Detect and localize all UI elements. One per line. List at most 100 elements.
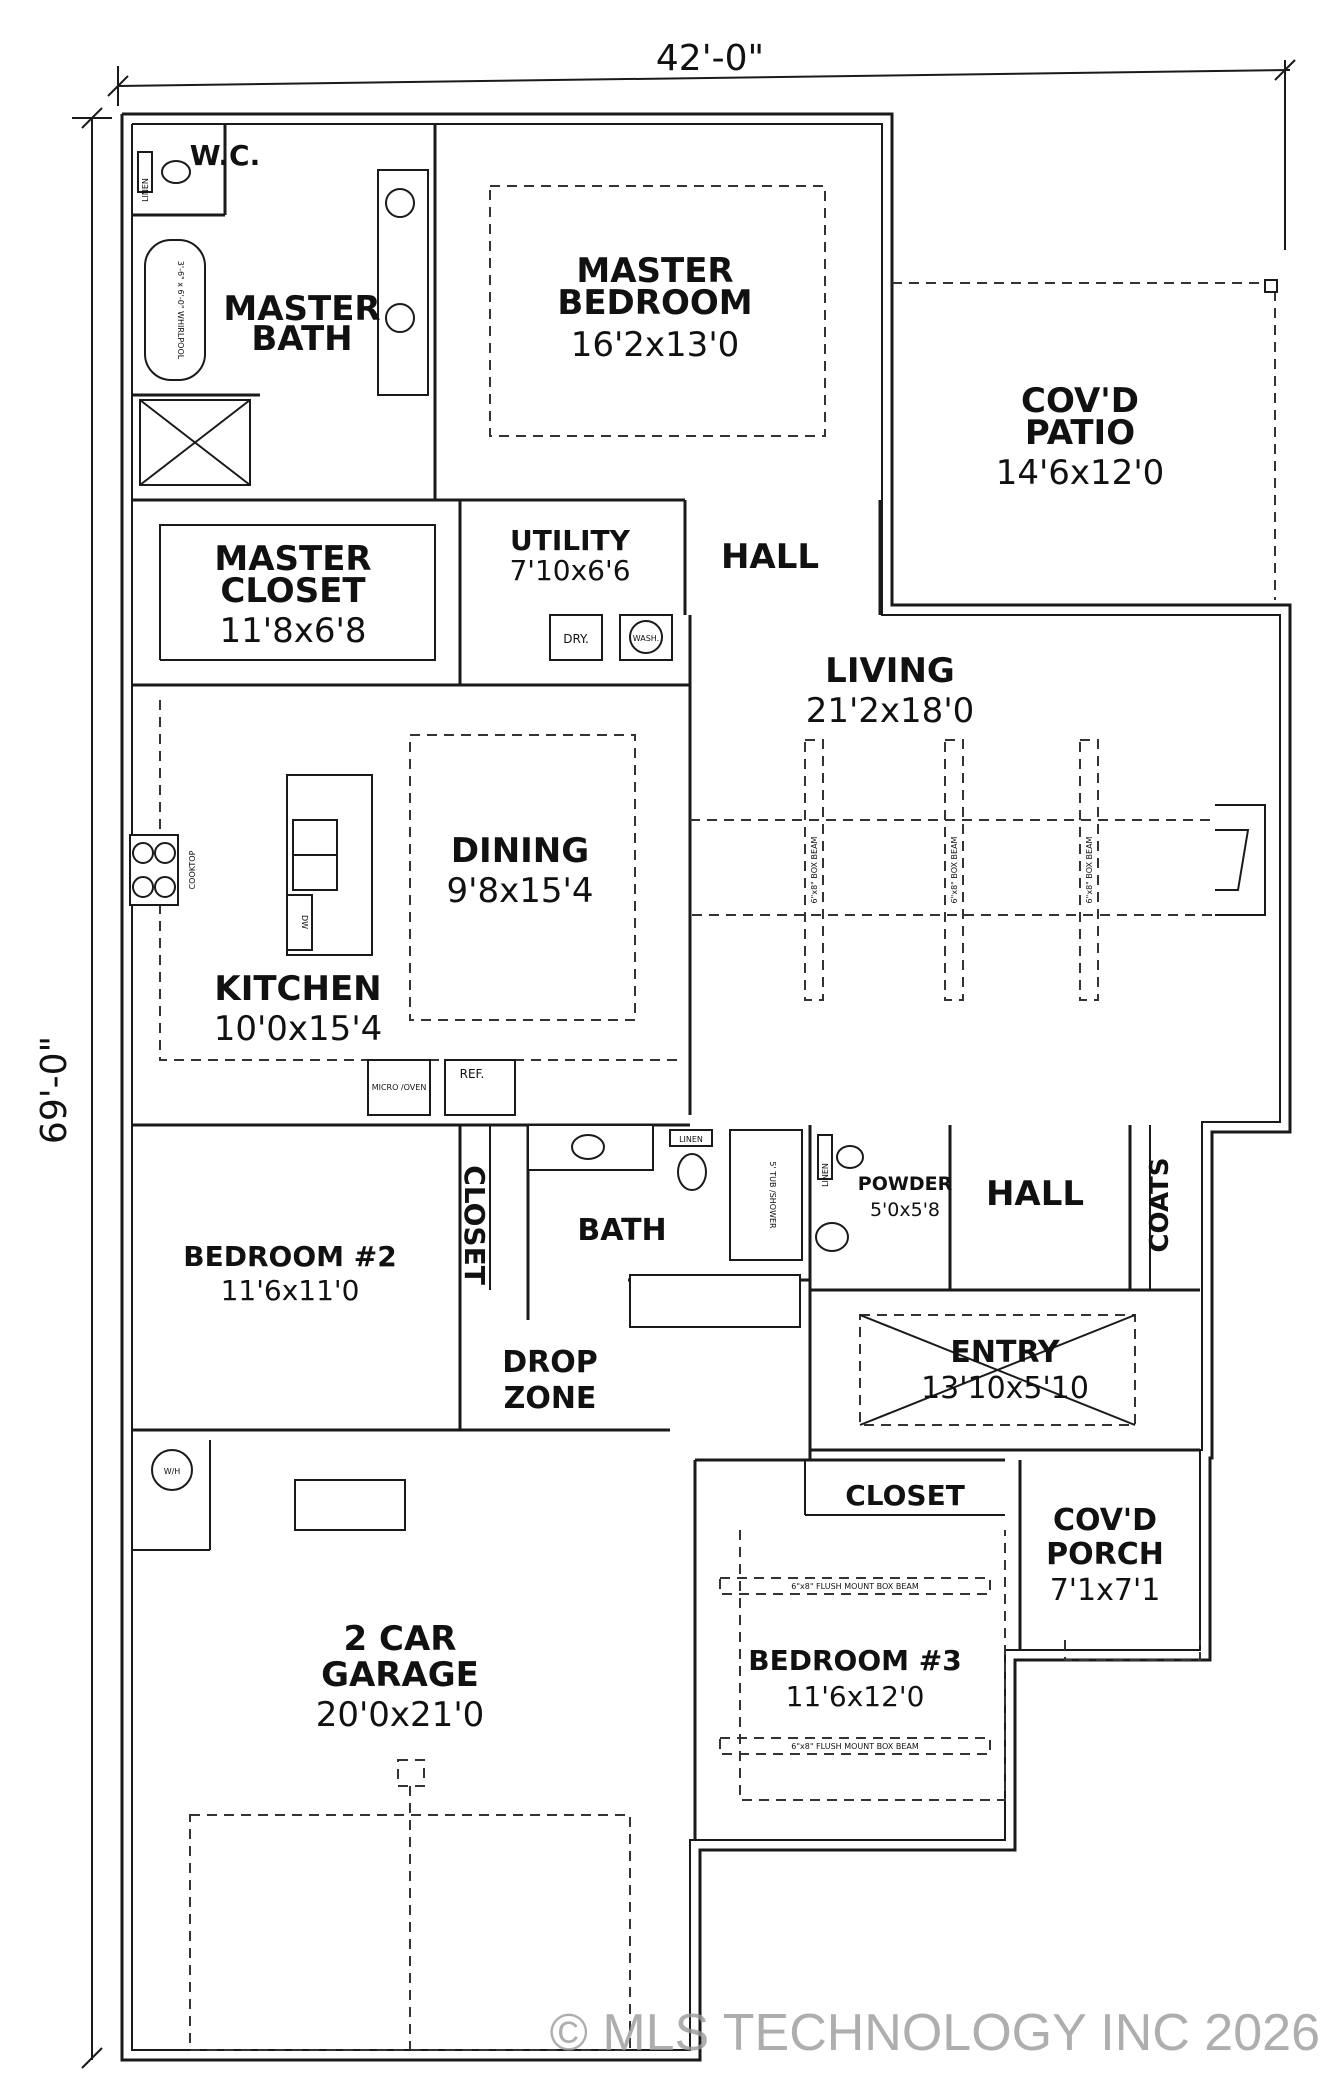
beam-label-1: 6"x8" BOX BEAM: [810, 836, 819, 903]
micro-oven: [367, 1059, 431, 1116]
bath-sink: [571, 1134, 605, 1160]
entry-name: ENTRY: [950, 1335, 1061, 1370]
garage-size: 20'0x21'0: [316, 1695, 485, 1735]
master-closet-size: 11'8x6'8: [220, 611, 367, 651]
master-closet-name-2: CLOSET: [220, 571, 366, 611]
utility-name: UTILITY: [510, 524, 631, 557]
drop-zone: DROP ZONE: [502, 1345, 598, 1416]
fireplace: [1215, 804, 1266, 916]
drop-zone-name-2: ZONE: [504, 1381, 597, 1416]
master-bedroom-name-1: MASTER: [576, 251, 733, 291]
width-dimension: 42'-0": [656, 38, 764, 79]
cooktop-label: COOKTOP: [188, 850, 197, 889]
closet2-name: CLOSET: [458, 1165, 491, 1285]
utility-room: DRY. WASH. UTILITY 7'10x6'6: [509, 524, 673, 661]
kitchen-name: KITCHEN: [214, 969, 381, 1009]
bath-toilet: [677, 1153, 707, 1191]
water-heater-label: W/H: [164, 1467, 181, 1476]
bedroom3-size: 11'6x12'0: [786, 1680, 925, 1713]
bedroom2-name: BEDROOM #2: [183, 1240, 396, 1273]
tub-note: 3'-6" x 6'-0" WHIRLPOOL: [176, 261, 185, 360]
patio-name-1: COV'D: [1021, 381, 1139, 421]
master-bath-name-1: MASTER: [223, 289, 380, 329]
bedroom3-name: BEDROOM #3: [748, 1644, 961, 1677]
wc-linen: LINEN: [141, 178, 150, 202]
hall-lower: HALL COATS: [986, 1125, 1175, 1290]
wc-toilet: [161, 160, 191, 184]
micro-label: MICRO /OVEN: [372, 1083, 427, 1092]
entry: ENTRY 13'10x5'10: [859, 1314, 1136, 1426]
hall-lower-name: HALL: [986, 1174, 1084, 1214]
wc-name: W.C.: [190, 139, 260, 172]
patio-size: 14'6x12'0: [996, 453, 1165, 493]
closet-3: CLOSET: [804, 1460, 1005, 1516]
porch-name-1: COV'D: [1053, 1503, 1157, 1538]
living-name: LIVING: [825, 651, 955, 691]
entry-size: 13'10x5'10: [921, 1371, 1089, 1406]
master-closet-name-1: MASTER: [214, 539, 371, 579]
porch-name-2: PORCH: [1046, 1537, 1164, 1572]
master-sink-2: [385, 303, 415, 333]
patio-name-2: PATIO: [1025, 413, 1135, 453]
dining-name: DINING: [451, 831, 589, 871]
bath-name: BATH: [577, 1213, 666, 1248]
powder: LINEN POWDER 5'0x5'8: [815, 1134, 953, 1252]
garage-name-1: 2 CAR: [344, 1619, 457, 1659]
powder-linen: LINEN: [821, 1163, 830, 1187]
powder-sink: [815, 1222, 849, 1252]
living-room: 6"x8" BOX BEAM 6"x8" BOX BEAM 6"x8" BOX …: [690, 651, 1266, 1001]
drop-zone-name-1: DROP: [502, 1345, 598, 1380]
dryer-label: DRY.: [563, 632, 589, 646]
bedroom2-size: 11'6x11'0: [221, 1274, 360, 1307]
beam-label-2: 6"x8" BOX BEAM: [950, 836, 959, 903]
dishwasher: [286, 894, 313, 951]
tub-shower-label: 5' TUB /SHOWER: [768, 1161, 777, 1229]
beam-label-3: 6"x8" BOX BEAM: [1085, 836, 1094, 903]
closet3-name: CLOSET: [845, 1479, 965, 1512]
powder-toilet: [836, 1145, 864, 1169]
master-bedroom: MASTER BEDROOM 16'2x13'0: [489, 185, 826, 437]
dryer: [549, 614, 603, 661]
kitchen: COOKTOP DW MICRO /OVEN REF. KITCHEN 10'0…: [129, 700, 680, 1116]
bedroom3-beam-2: 6"x8" FLUSH MOUNT BOX BEAM: [791, 1742, 919, 1751]
bedroom-2: CLOSET BEDROOM #2 11'6x11'0: [183, 1125, 491, 1307]
garage: W/H 2 CAR GARAGE 20'0x21'0: [132, 1440, 631, 2051]
dining-size: 9'8x15'4: [447, 871, 594, 911]
bedroom-3: 6"x8" FLUSH MOUNT BOX BEAM 6"x8" FLUSH M…: [719, 1530, 1006, 1801]
refrigerator: [444, 1059, 516, 1116]
fridge-label: REF.: [460, 1067, 485, 1081]
porch-size: 7'1x7'1: [1050, 1573, 1161, 1608]
master-bath-name-2: BATH: [251, 319, 352, 359]
bath: LINEN 5' TUB /SHOWER BATH: [527, 1124, 803, 1328]
wc-room: LINEN W.C.: [137, 139, 260, 202]
powder-size: 5'0x5'8: [870, 1199, 940, 1221]
kitchen-size: 10'0x15'4: [214, 1009, 383, 1049]
covered-porch: COV'D PORCH 7'1x7'1: [1046, 1503, 1201, 1661]
bath-linen: LINEN: [679, 1135, 703, 1144]
master-sink-1: [385, 188, 415, 218]
dishwasher-label: DW: [300, 915, 309, 929]
master-bath: 3'-6" x 6'-0" WHIRLPOOL MASTER BATH: [139, 169, 429, 486]
watermark: © MLS TECHNOLOGY INC 2026: [550, 2004, 1320, 2062]
hall-upper-name: HALL: [721, 537, 819, 577]
living-size: 21'2x18'0: [806, 691, 975, 731]
master-closet: MASTER CLOSET 11'8x6'8: [159, 524, 436, 661]
garage-vent: [294, 1479, 406, 1531]
water-heater: [151, 1449, 193, 1491]
master-bedroom-size: 16'2x13'0: [571, 325, 740, 365]
coats-name: COATS: [1145, 1157, 1175, 1252]
tub-shower: [729, 1129, 803, 1261]
bedroom3-beam-1: 6"x8" FLUSH MOUNT BOX BEAM: [791, 1582, 919, 1591]
interior-walls: [132, 124, 1200, 1840]
depth-dimension: 69'-0": [34, 1036, 75, 1144]
master-bedroom-name-2: BEDROOM: [557, 283, 752, 323]
dining-room: DINING 9'8x15'4: [409, 734, 636, 1021]
garage-name-2: GARAGE: [321, 1655, 479, 1695]
powder-name: POWDER: [858, 1173, 953, 1195]
washer-label: WASH.: [633, 634, 659, 643]
utility-size: 7'10x6'6: [509, 554, 630, 587]
covered-patio: COV'D PATIO 14'6x12'0: [892, 279, 1278, 600]
dimension-lines: 42'-0" 69'-0": [34, 38, 1296, 2069]
whirlpool-tub: [144, 239, 206, 381]
